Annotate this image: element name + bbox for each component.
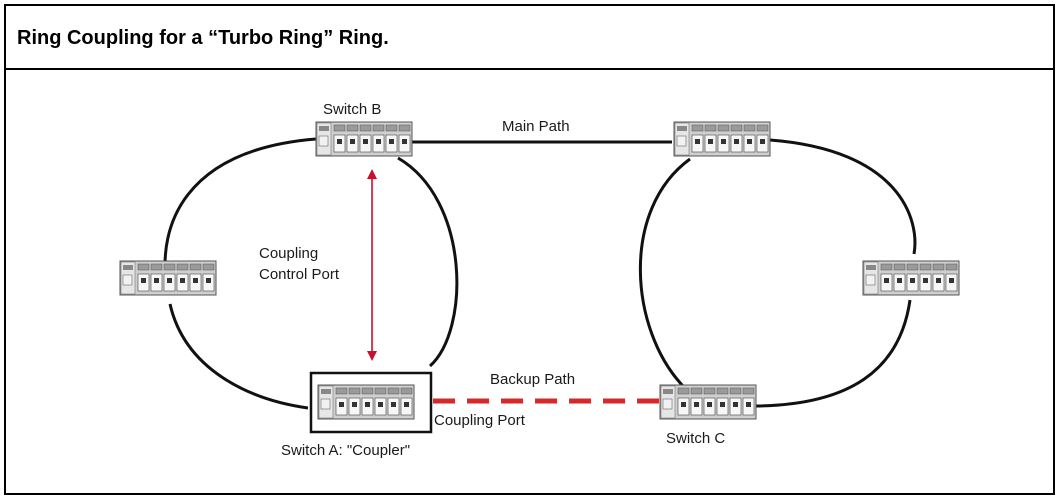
label-backup-path: Backup Path — [490, 371, 575, 388]
figure-title: Ring Coupling for a “Turbo Ring” Ring. — [17, 27, 389, 49]
label-switch-b: Switch B — [323, 101, 381, 118]
label-coupling-port: Coupling Port — [434, 412, 526, 429]
switch-top-right-device — [673, 121, 771, 157]
switch-b-device — [315, 121, 413, 157]
right-ring-arc-top-right — [769, 138, 917, 255]
switch-left-device — [119, 260, 217, 296]
figure-header: Ring Coupling for a “Turbo Ring” Ring. — [6, 6, 1053, 70]
label-switch-a: Switch A: "Coupler" — [281, 442, 410, 459]
right-ring-arc-bottom-right — [755, 299, 912, 408]
right-ring-arc-left — [638, 157, 691, 388]
left-ring-arc-bottom-left — [168, 303, 309, 410]
switch-right-device — [862, 260, 960, 296]
left-ring-arc-right — [397, 156, 459, 368]
switch-c-device — [659, 384, 757, 420]
label-coupling: Coupling — [259, 245, 318, 262]
label-switch-c: Switch C — [666, 430, 725, 447]
label-main-path: Main Path — [502, 118, 570, 135]
label-control-port: Control Port — [259, 266, 340, 283]
switch-a-device — [317, 384, 415, 420]
left-ring-arc-top-left — [163, 137, 317, 281]
coupler-highlight-box — [309, 371, 433, 434]
figure-frame: Ring Coupling for a “Turbo Ring” Ring. — [4, 4, 1055, 495]
